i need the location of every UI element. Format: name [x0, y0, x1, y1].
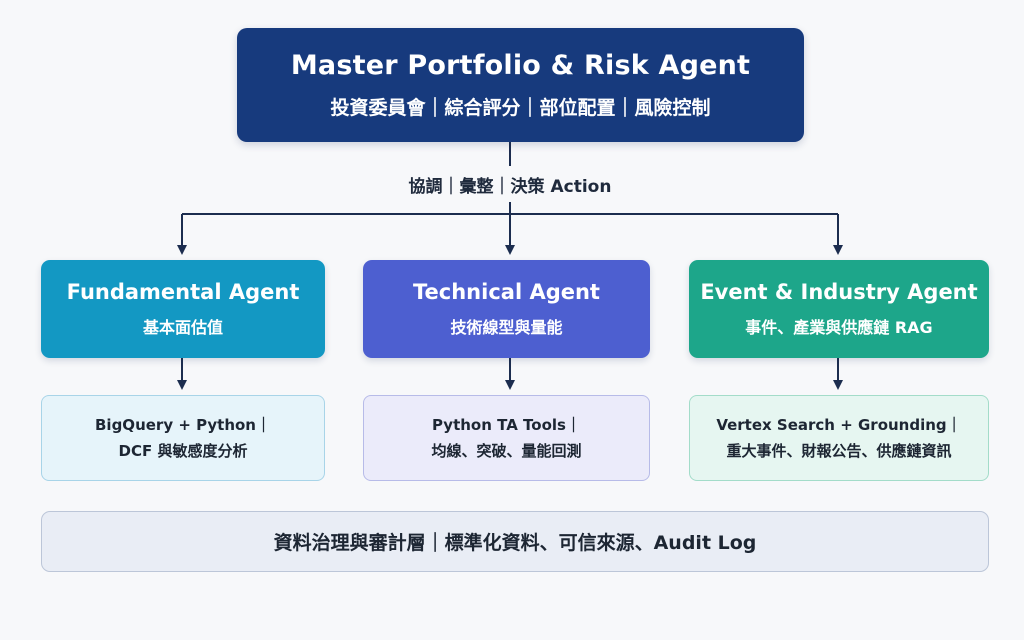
fundamental-tools-line2: DCF 與敏感度分析 — [118, 442, 248, 460]
technical-tools-box: Python TA Tools｜ 均線、突破、量能回測 — [363, 395, 650, 481]
governance-layer-box: 資料治理與審計層｜標準化資料、可信來源、Audit Log — [41, 511, 989, 572]
event-industry-agent-title: Event & Industry Agent — [700, 280, 978, 304]
master-agent-subtitle: 投資委員會｜綜合評分｜部位配置｜風險控制 — [330, 97, 711, 119]
fundamental-agent-subtitle: 基本面估值 — [142, 318, 223, 337]
master-agent-box: Master Portfolio & Risk Agent 投資委員會｜綜合評分… — [237, 28, 804, 142]
event-tools-box: Vertex Search + Grounding｜ 重大事件、財報公告、供應鏈… — [689, 395, 989, 481]
coordination-label: 協調｜彙整｜決策 Action — [408, 177, 612, 197]
event-industry-agent-subtitle: 事件、產業與供應鏈 RAG — [745, 318, 933, 337]
event-industry-agent-box: Event & Industry Agent 事件、產業與供應鏈 RAG — [689, 260, 989, 358]
governance-layer-text: 資料治理與審計層｜標準化資料、可信來源、Audit Log — [273, 532, 757, 554]
fundamental-tools-box: BigQuery + Python｜ DCF 與敏感度分析 — [41, 395, 325, 481]
technical-agent-box: Technical Agent 技術線型與量能 — [363, 260, 650, 358]
fundamental-agent-title: Fundamental Agent — [66, 280, 300, 304]
fundamental-tools-line1: BigQuery + Python｜ — [95, 415, 271, 434]
technical-agent-subtitle: 技術線型與量能 — [450, 318, 563, 337]
technical-tools-line1: Python TA Tools｜ — [432, 415, 581, 434]
master-agent-title: Master Portfolio & Risk Agent — [290, 50, 751, 81]
event-tools-line1: Vertex Search + Grounding｜ — [716, 415, 962, 434]
event-tools-line2: 重大事件、財報公告、供應鏈資訊 — [726, 442, 952, 460]
technical-tools-line2: 均線、突破、量能回測 — [431, 442, 582, 460]
fundamental-agent-box: Fundamental Agent 基本面估值 — [41, 260, 325, 358]
technical-agent-title: Technical Agent — [413, 280, 600, 304]
